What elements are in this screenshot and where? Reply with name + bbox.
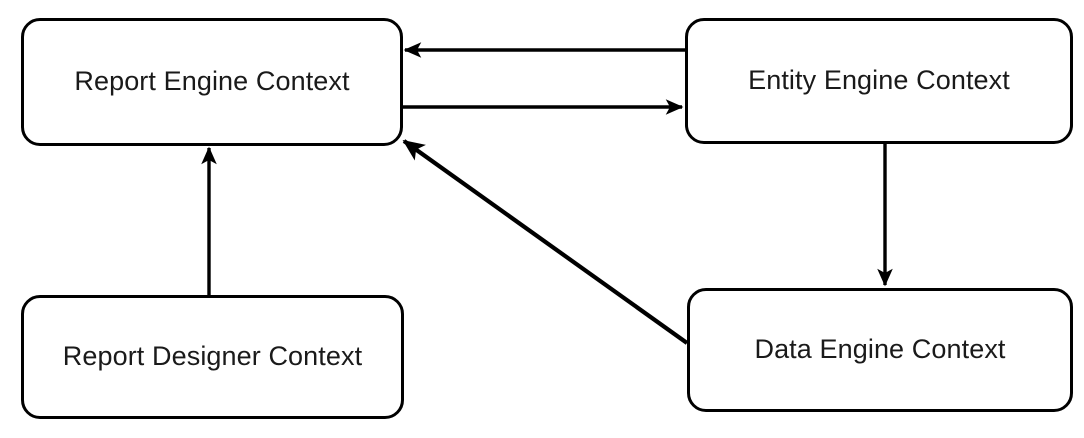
node-label: Report Designer Context xyxy=(62,341,363,372)
node-report-designer-context[interactable]: Report Designer Context xyxy=(21,295,404,419)
node-report-engine-context[interactable]: Report Engine Context xyxy=(21,18,403,146)
node-data-engine-context[interactable]: Data Engine Context xyxy=(687,288,1073,412)
node-label: Report Engine Context xyxy=(74,66,350,97)
edge-data-to-report xyxy=(402,139,689,345)
node-label: Entity Engine Context xyxy=(748,65,1010,96)
node-label: Data Engine Context xyxy=(754,334,1006,365)
node-entity-engine-context[interactable]: Entity Engine Context xyxy=(685,18,1073,144)
